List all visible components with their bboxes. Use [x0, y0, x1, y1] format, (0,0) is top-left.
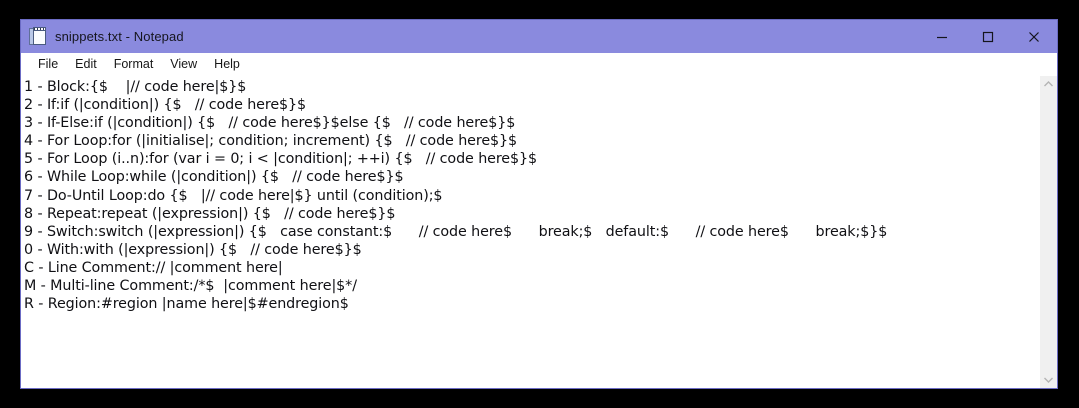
- maximize-button[interactable]: [965, 20, 1011, 53]
- text-line: 1 - Block:{$ |// code here|$}$: [24, 79, 247, 95]
- menu-item-file[interactable]: File: [38, 56, 59, 71]
- text-line: 2 - If:if (|condition|) {$ // code here$…: [24, 97, 307, 114]
- title-bar[interactable]: snippets.txt - Notepad: [21, 20, 1057, 53]
- text-line: 7 - Do-Until Loop:do {$ |// code here|$}…: [24, 187, 443, 204]
- menu-item-edit[interactable]: Edit: [75, 56, 97, 71]
- window-controls: [919, 20, 1057, 53]
- menu-item-help[interactable]: Help: [214, 56, 240, 71]
- chevron-up-icon[interactable]: [1040, 76, 1057, 93]
- menu-item-format[interactable]: Format: [113, 56, 154, 71]
- minimize-button[interactable]: [919, 20, 965, 53]
- text-line: 9 - Switch:switch (|expression|) {$ case…: [24, 223, 888, 240]
- text-line: R - Region:#region |name here|$#endregio…: [24, 296, 349, 313]
- text-line: 8 - Repeat:repeat (|expression|) {$ // c…: [24, 205, 396, 222]
- title-bar-left: snippets.txt - Notepad: [21, 27, 184, 46]
- scrollbar-track[interactable]: [1040, 93, 1057, 371]
- notepad-window: snippets.txt - Notepad: [20, 19, 1058, 389]
- menu-bar: File Edit Format View Help: [21, 53, 1057, 76]
- text-line: 3 - If-Else:if (|condition|) {$ // code …: [24, 115, 516, 132]
- chevron-down-icon[interactable]: [1040, 371, 1057, 388]
- text-line: 4 - For Loop:for (|initialise|; conditio…: [24, 133, 517, 150]
- text-line: 5 - For Loop (i..n):for (var i = 0; i < …: [24, 151, 537, 168]
- text-editor-area[interactable]: 1 - Block:{$ |// code here|$}$ 2 - If:if…: [21, 76, 1039, 388]
- vertical-scrollbar[interactable]: [1039, 76, 1057, 388]
- notepad-icon: [29, 27, 47, 46]
- text-line: 0 - With:with (|expression|) {$ // code …: [24, 241, 362, 258]
- menu-item-view[interactable]: View: [170, 56, 198, 71]
- close-button[interactable]: [1011, 20, 1057, 53]
- text-line: 6 - While Loop:while (|condition|) {$ //…: [24, 169, 404, 186]
- notepad-icon-spiral: [33, 27, 46, 31]
- text-line: M - Multi-line Comment:/*$ |comment here…: [24, 278, 357, 295]
- editor-body: 1 - Block:{$ |// code here|$}$ 2 - If:if…: [21, 76, 1057, 388]
- window-title: snippets.txt - Notepad: [55, 29, 184, 44]
- text-line: C - Line Comment:// |comment here|: [24, 259, 283, 276]
